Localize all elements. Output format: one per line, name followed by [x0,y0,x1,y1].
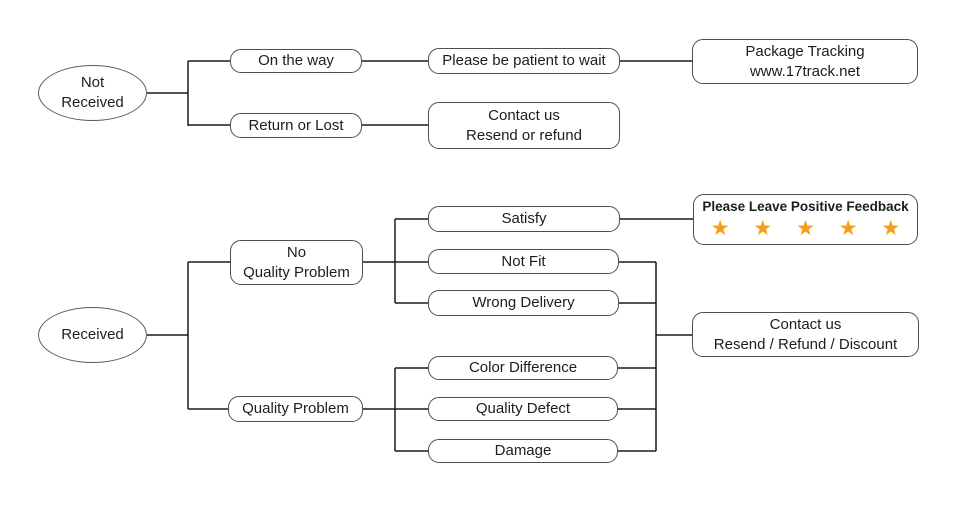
node-not-fit: Not Fit [428,249,619,274]
node-positive-feedback: Please Leave Positive Feedback ★ ★ ★ ★ ★ [693,194,918,245]
node-quality-defect: Quality Defect [428,397,618,421]
node-damage: Damage [428,439,618,463]
node-satisfy: Satisfy [428,206,620,232]
positive-feedback-label: Please Leave Positive Feedback [702,199,909,215]
node-return-or-lost: Return or Lost [230,113,362,138]
node-contact-us-resend-refund-discount: Contact us Resend / Refund / Discount [692,312,919,357]
node-wrong-delivery: Wrong Delivery [428,290,619,316]
node-color-difference: Color Difference [428,356,618,380]
node-contact-us-resend-refund: Contact us Resend or refund [428,102,620,149]
node-not-received: Not Received [38,65,147,121]
star-rating-icon: ★ ★ ★ ★ ★ [710,216,910,240]
node-received: Received [38,307,147,363]
node-on-the-way: On the way [230,49,362,73]
node-quality-problem: Quality Problem [228,396,363,422]
node-please-be-patient: Please be patient to wait [428,48,620,74]
node-no-quality-problem: No Quality Problem [230,240,363,285]
node-package-tracking: Package Tracking www.17track.net [692,39,918,84]
